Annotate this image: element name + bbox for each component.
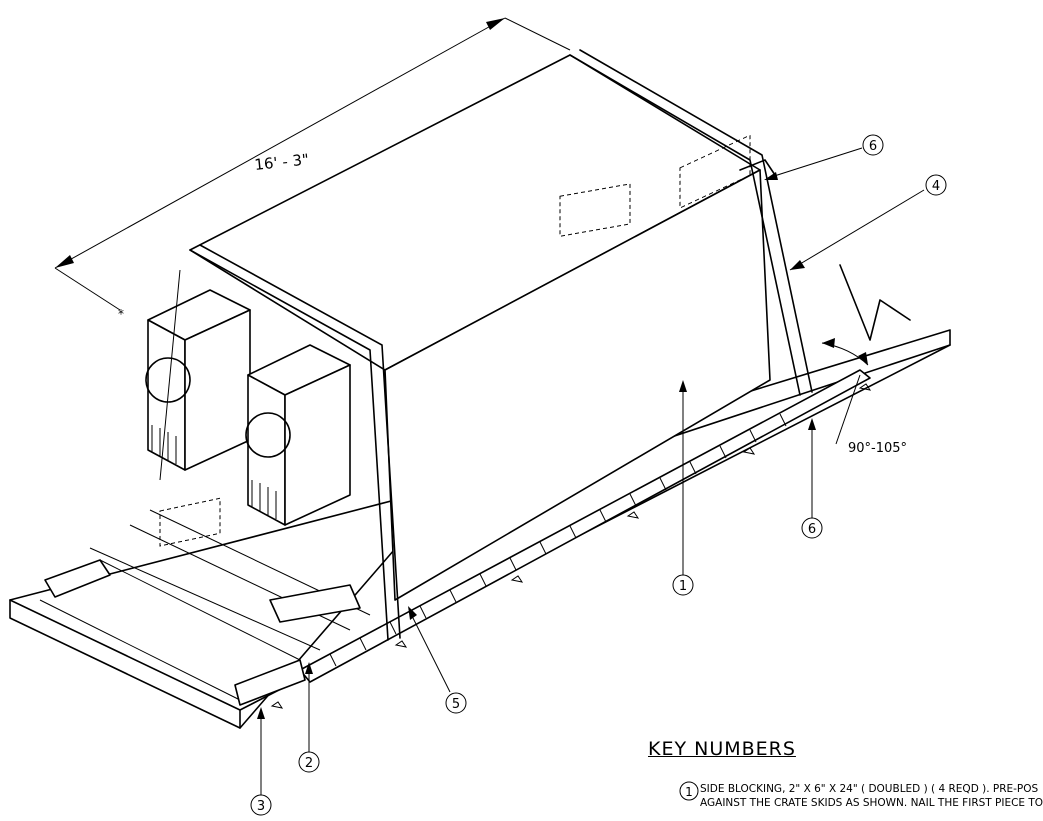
svg-text:6: 6: [808, 522, 816, 537]
leader-4: [789, 189, 925, 271]
side-blocking-row: [329, 413, 787, 667]
svg-text:6: 6: [869, 139, 877, 154]
callout-1: 1: [672, 574, 694, 596]
crate: [159, 54, 771, 601]
angle-indicator: [821, 338, 869, 445]
callout-6a: 6: [862, 134, 884, 156]
svg-text:5: 5: [452, 697, 460, 712]
length-dimension-label: 16' - 3": [254, 150, 310, 174]
key-numbers-title: KEY NUMBERS: [648, 738, 796, 760]
svg-text:3: 3: [257, 799, 265, 814]
key-item-1-number: 1: [679, 781, 699, 801]
svg-text:2: 2: [305, 756, 313, 771]
motor-unit-2: [245, 344, 351, 526]
dimension-marker: *: [118, 307, 124, 321]
rear-strap: [569, 49, 813, 396]
callout-2: 2: [298, 751, 320, 773]
callout-3: 3: [250, 794, 272, 816]
callout-5: 5: [445, 692, 467, 714]
front-strap: [159, 244, 401, 641]
svg-text:1: 1: [679, 579, 687, 594]
svg-text:4: 4: [932, 179, 940, 194]
pallet-deck: [9, 329, 951, 729]
leader-6a: [767, 147, 863, 179]
svg-text:1: 1: [685, 785, 693, 799]
break-line: [839, 264, 911, 341]
callout-4: 4: [925, 174, 947, 196]
motor-unit-1: [145, 289, 251, 471]
length-dimension: [54, 17, 571, 311]
loading-diagram: 16' - 3" * 90°-105° 1 2 3 4 5: [9, 17, 951, 816]
key-item-1-line-1: SIDE BLOCKING, 2" X 6" X 24" ( DOUBLED )…: [700, 783, 1039, 795]
angle-label: 90°-105°: [848, 441, 907, 456]
key-item-1-line-2: AGAINST THE CRATE SKIDS AS SHOWN. NAIL T…: [700, 797, 1043, 809]
leader-5: [409, 611, 451, 693]
callout-6b: 6: [801, 517, 823, 539]
key-item-1: SIDE BLOCKING, 2" X 6" X 24" ( DOUBLED )…: [700, 782, 1043, 810]
